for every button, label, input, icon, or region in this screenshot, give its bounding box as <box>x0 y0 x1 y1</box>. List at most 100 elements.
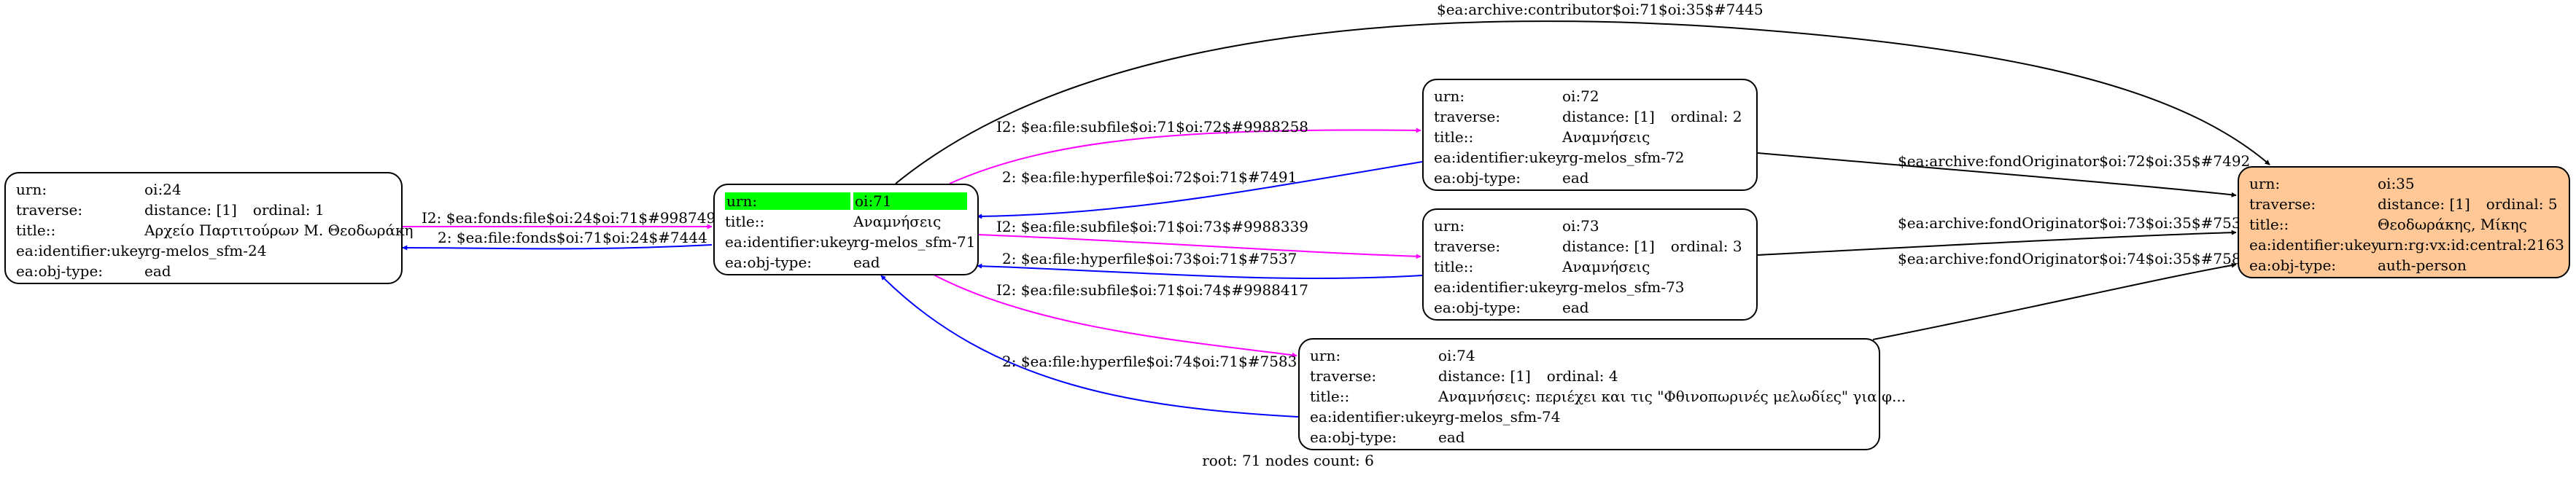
node-row: ea:obj-type: ead <box>1434 297 1746 318</box>
field-key: title:: <box>725 213 765 230</box>
node-oi-71-root[interactable]: urn:oi:71 title::Αναμνήσεις ea:identifie… <box>713 184 979 275</box>
node-row: urn:oi:24 <box>16 179 391 200</box>
field-key: ea:obj-type: <box>1434 169 1521 187</box>
edge-hyperfile-73-71 <box>977 263 1423 280</box>
node-row: ea:obj-type: ead <box>1310 427 1869 447</box>
field-value: distance: [1] <box>2378 195 2470 213</box>
node-row: ea:obj-type: ead <box>16 261 391 281</box>
field-value: oi:74 <box>1438 347 1475 364</box>
edge-hyperfile-72-71 <box>977 161 1423 219</box>
node-row: title::Αρχείο Παρτιτούρων Μ. Θεοδωράκη <box>16 220 413 240</box>
field-value: distance: [1] <box>1562 108 1655 125</box>
field-key: title:: <box>1434 128 1474 146</box>
field-value: oi:71 <box>853 192 967 210</box>
field-value: oi:72 <box>1562 87 1599 105</box>
edge-subfile-71-74 <box>933 274 1297 358</box>
edge-file-fonds-71-24 <box>402 244 713 251</box>
edge-label-hyperfile-72-71: 2: $ea:file:hyperfile$oi:72$oi:71$#7491 <box>1002 168 1297 186</box>
field-key: title:: <box>1310 388 1350 405</box>
node-row: urn: oi:74 <box>1310 345 1869 366</box>
field-ordinal: ordinal: 5 <box>2486 195 2558 213</box>
edge-fondoriginator-73-35 <box>1757 230 2237 256</box>
field-value: Αναμνήσεις: περιέχει και τις "Φθινοπωριν… <box>1438 388 1906 405</box>
root-header-row: urn:oi:71 <box>725 191 967 211</box>
node-row: traverse: distance: [1] ordinal: 3 <box>1434 236 1746 256</box>
field-value: rg-melos_sfm-24 <box>144 242 267 259</box>
field-key: urn: <box>16 181 47 198</box>
edge-subfile-71-72 <box>949 128 1421 184</box>
field-key: traverse: <box>16 201 83 219</box>
node-oi-24[interactable]: urn:oi:24 traverse: distance: [1] ordinal:… <box>4 172 413 284</box>
edge-label-subfile-71-73: I2: $ea:file:subfile$oi:71$oi:73$#998833… <box>996 218 1308 235</box>
edge-fondoriginator-74-35 <box>1872 262 2237 340</box>
field-key: ea:obj-type: <box>1434 299 1521 316</box>
field-value: distance: [1] <box>144 201 237 219</box>
field-key: urn: <box>1310 347 1341 364</box>
field-key: ea:obj-type: <box>1310 428 1397 446</box>
field-value: ead <box>144 262 171 280</box>
edge-label-file-fonds-71-24: 2: $ea:file:fonds$oi:71$oi:24$#7444 <box>438 229 707 246</box>
node-row: urn: oi:35 <box>2249 173 2558 194</box>
field-key: ea:identifier:ukey <box>2249 236 2380 254</box>
field-key: urn: <box>1434 87 1465 105</box>
node-oi-74[interactable]: urn: oi:74 traverse: distance: [1] ordinal:… <box>1298 338 1906 450</box>
field-value: oi:35 <box>2378 175 2415 192</box>
field-value: distance: [1] <box>1438 367 1531 385</box>
field-key: ea:identifier:ukey <box>1310 408 1440 426</box>
field-value: ead <box>1438 428 1465 446</box>
edge-label-contributor-71-35: $ea:archive:contributor$oi:71$oi:35$#744… <box>1437 1 1764 18</box>
edge-label-subfile-71-72: I2: $ea:file:subfile$oi:71$oi:72$#998825… <box>996 118 1308 136</box>
edge-label-fonds-file-24-71: I2: $ea:fonds:file$oi:24$oi:71$#9987497 <box>422 209 725 227</box>
node-row: title::Αναμνήσεις: περιέχει και τις "Φθι… <box>1310 386 1906 407</box>
field-ordinal: ordinal: 2 <box>1670 108 1742 125</box>
field-value: Αναμνήσεις <box>1562 258 1650 275</box>
field-key: title:: <box>2249 216 2289 233</box>
graph-footer: root: 71 nodes count: 6 <box>1202 452 1374 469</box>
field-value: Αναμνήσεις <box>853 213 942 230</box>
node-row: title::Θεοδωράκης, Μίκης <box>2249 214 2558 235</box>
field-value: Αναμνήσεις <box>1562 128 1650 146</box>
field-value: rg-melos_sfm-72 <box>1562 149 1685 166</box>
field-key: ea:identifier:ukey <box>1434 149 1564 166</box>
field-value: ead <box>1562 299 1589 316</box>
edge-label-fondoriginator-72-35: $ea:archive:fondOriginator$oi:72$oi:35$#… <box>1898 152 2250 170</box>
field-value: distance: [1] <box>1562 238 1655 255</box>
field-value: ead <box>1562 169 1589 187</box>
field-value: Αρχείο Παρτιτούρων Μ. Θεοδωράκη <box>144 222 414 239</box>
field-key: urn: <box>2249 175 2281 192</box>
field-key: ea:obj-type: <box>16 262 104 280</box>
node-oi-72[interactable]: urn:oi:72 traverse:distance: [1]ordinal:… <box>1422 79 1758 191</box>
field-ordinal: ordinal: 3 <box>1670 238 1742 255</box>
field-value: rg-melos_sfm-73 <box>1562 278 1685 296</box>
node-row: traverse: distance: [1] ordinal: 4 <box>1310 366 1869 386</box>
field-value: rg-melos_sfm-74 <box>1438 408 1561 426</box>
field-value: auth-person <box>2378 256 2467 274</box>
field-key: ea:obj-type: <box>2249 256 2337 274</box>
field-key: ea:identifier:ukey <box>1434 278 1564 296</box>
field-ordinal: ordinal: 4 <box>1546 367 1618 385</box>
field-value: oi:73 <box>1562 217 1599 235</box>
node-oi-35[interactable]: urn:oi:35 traverse:distance: [1]ordinal:… <box>2238 166 2570 278</box>
field-ordinal: ordinal: 1 <box>252 201 325 219</box>
field-value: ead <box>853 254 880 271</box>
node-row: title::Αναμνήσεις <box>725 211 967 232</box>
node-row: urn: oi:72 <box>1434 86 1746 106</box>
field-key: traverse: <box>1310 367 1377 385</box>
edge-fondoriginator-72-35 <box>1757 152 2237 197</box>
node-row: title::Αναμνήσεις <box>1434 127 1746 147</box>
node-row: traverse:distance: [1]ordinal: 5 <box>2249 194 2558 214</box>
edge-label-hyperfile-74-71: 2: $ea:file:hyperfile$oi:74$oi:71$#7583 <box>1002 353 1297 370</box>
edge-label-subfile-71-74: I2: $ea:file:subfile$oi:71$oi:74$#998841… <box>996 281 1308 299</box>
edge-label-fondoriginator-73-35: $ea:archive:fondOriginator$oi:73$oi:35$#… <box>1898 214 2250 232</box>
field-key: ea:identifier:ukey <box>725 233 856 251</box>
node-oi-73[interactable]: urn:oi:73 traverse:distance: [1]ordinal:… <box>1422 208 1758 321</box>
field-key: traverse: <box>1434 238 1501 255</box>
node-row: traverse: distance: [1] ordinal: 1 <box>16 200 391 220</box>
field-key: ea:identifier:ukey <box>16 242 147 259</box>
